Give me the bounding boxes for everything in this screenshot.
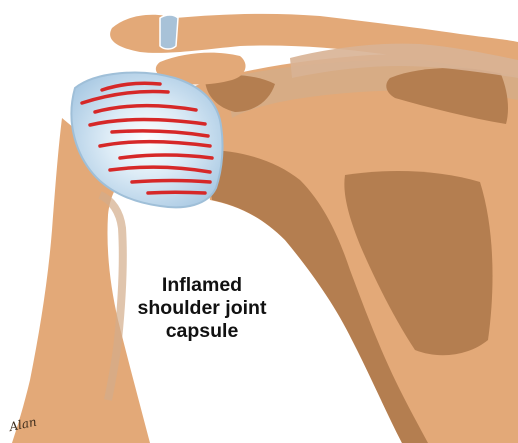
- acromioclavicular-ligament: [160, 15, 178, 49]
- capsule-label: Inflamed shoulder joint capsule: [112, 274, 292, 343]
- capsule-label-line-1: Inflamed: [112, 274, 292, 297]
- capsule-label-line-2: shoulder joint: [112, 297, 292, 320]
- capsule-label-line-3: capsule: [112, 320, 292, 343]
